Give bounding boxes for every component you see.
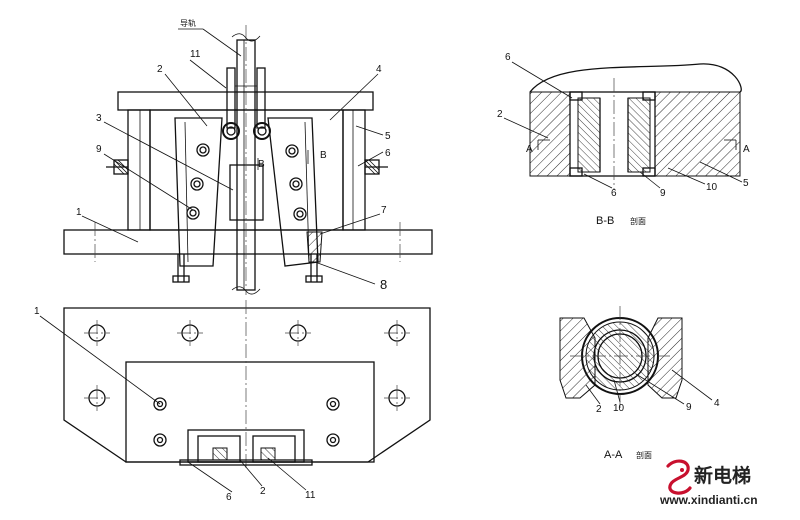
svg-text:2: 2 — [596, 404, 602, 415]
svg-text:6: 6 — [505, 52, 511, 63]
svg-text:4: 4 — [714, 398, 720, 409]
svg-text:10: 10 — [613, 403, 625, 414]
svg-text:3: 3 — [96, 113, 102, 124]
section-aa — [559, 306, 683, 408]
left-wedge — [174, 117, 223, 267]
svg-text:6: 6 — [611, 188, 617, 199]
left-column — [127, 109, 151, 231]
watermark: 新电梯 www.xindianti.cn — [659, 459, 758, 507]
svg-text:B: B — [320, 150, 327, 161]
svg-text:8: 8 — [380, 277, 387, 292]
svg-text:剖面: 剖面 — [630, 216, 646, 226]
guide-rollers — [222, 122, 271, 140]
part-7-block — [306, 231, 323, 263]
svg-text:9: 9 — [686, 402, 692, 413]
svg-text:B-B: B-B — [596, 215, 614, 227]
brand-name: 新电梯 — [694, 464, 751, 487]
svg-text:9: 9 — [660, 188, 666, 199]
svg-text:B: B — [258, 159, 265, 170]
rail-clamp — [229, 164, 264, 221]
rail-label: 导轨 — [180, 18, 196, 28]
top-plate — [117, 91, 374, 111]
section-bb — [529, 63, 742, 190]
svg-text:2: 2 — [260, 486, 266, 497]
front-view — [63, 25, 433, 295]
section-aa-labels: 2 10 9 4 A-A 剖面 — [585, 369, 720, 461]
svg-text:10: 10 — [706, 182, 718, 193]
brand-url: www.xindianti.cn — [659, 493, 758, 507]
section-bb-labels: 6 2 6 9 10 5 A A B-B 剖面 — [497, 52, 750, 227]
svg-text:4: 4 — [376, 64, 382, 75]
brand-logo-icon — [666, 459, 692, 495]
svg-text:11: 11 — [190, 49, 201, 60]
svg-text:2: 2 — [497, 109, 503, 120]
right-wedge-bolts — [285, 144, 307, 221]
svg-text:1: 1 — [34, 306, 40, 317]
bottom-view-labels: 1 6 2 11 — [34, 306, 316, 503]
bottom-bolts — [172, 254, 323, 283]
svg-text:7: 7 — [381, 205, 387, 216]
svg-text:A: A — [526, 144, 533, 155]
svg-text:5: 5 — [385, 131, 391, 142]
right-spring-bolt — [364, 159, 388, 175]
svg-text:A: A — [743, 144, 750, 155]
svg-text:2: 2 — [157, 64, 163, 75]
svg-text:A-A: A-A — [604, 449, 623, 461]
svg-text:6: 6 — [385, 148, 391, 159]
svg-text:1: 1 — [76, 207, 82, 218]
svg-text:5: 5 — [743, 178, 749, 189]
bottom-view — [63, 300, 431, 470]
left-wedge-bolts — [186, 143, 210, 220]
svg-text:剖面: 剖面 — [636, 450, 652, 460]
svg-text:11: 11 — [305, 490, 316, 501]
svg-text:6: 6 — [226, 492, 232, 503]
front-view-labels: 导轨 11 2 3 4 5 6 9 1 7 8 B B — [76, 18, 391, 292]
svg-text:9: 9 — [96, 144, 102, 155]
